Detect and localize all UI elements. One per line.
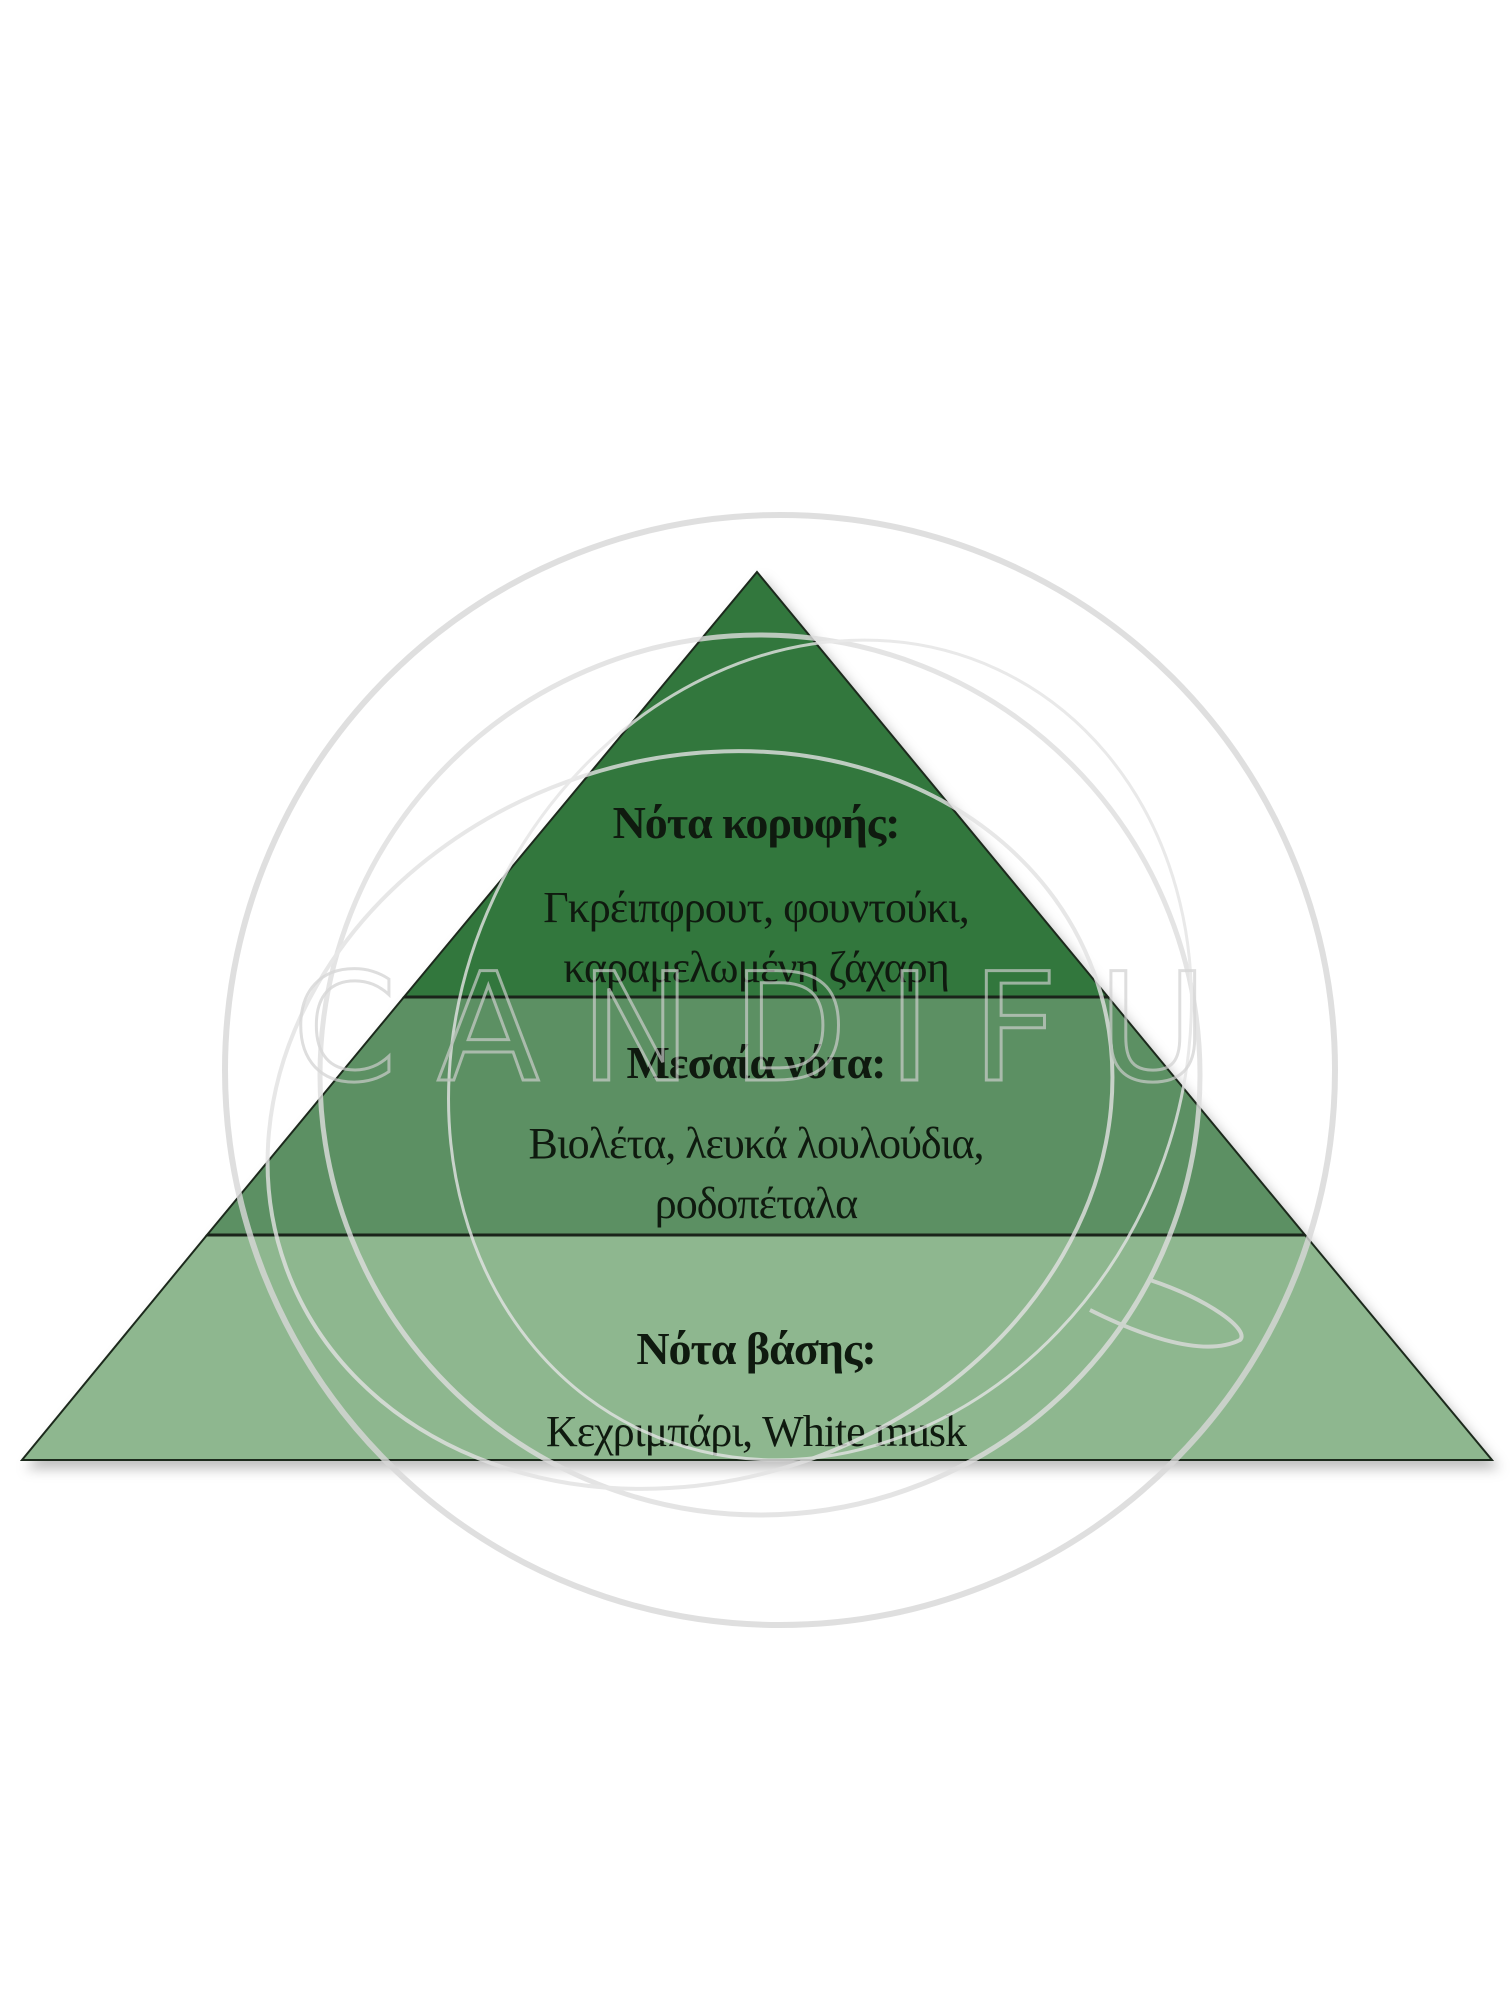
top-tier-line-1: Γκρέιπφρουτ, φουντούκι,	[543, 883, 968, 932]
top-tier-title: Νότα κορυφής:	[613, 797, 900, 848]
middle-tier-line-1: Βιολέτα, λευκά λουλούδια,	[528, 1119, 983, 1168]
watermark-text: CANDIFU	[292, 942, 1247, 1116]
watermark-flourish	[1089, 1278, 1244, 1349]
watermark-ring-small	[447, 638, 1193, 1462]
watermark-ring-inner	[317, 632, 1203, 1518]
middle-tier-line-2: ροδοπέταλα	[655, 1179, 858, 1228]
watermark-ring-outer	[222, 512, 1338, 1628]
top-tier-line-2: καραμελωμένη ζάχαρη	[563, 943, 948, 992]
base-tier-title: Νότα βάσης:	[636, 1323, 875, 1374]
watermark: CANDIFU	[222, 512, 1338, 1628]
middle-tier-title: Μεσαία νότα:	[627, 1037, 886, 1088]
pyramid	[19, 570, 1495, 1461]
